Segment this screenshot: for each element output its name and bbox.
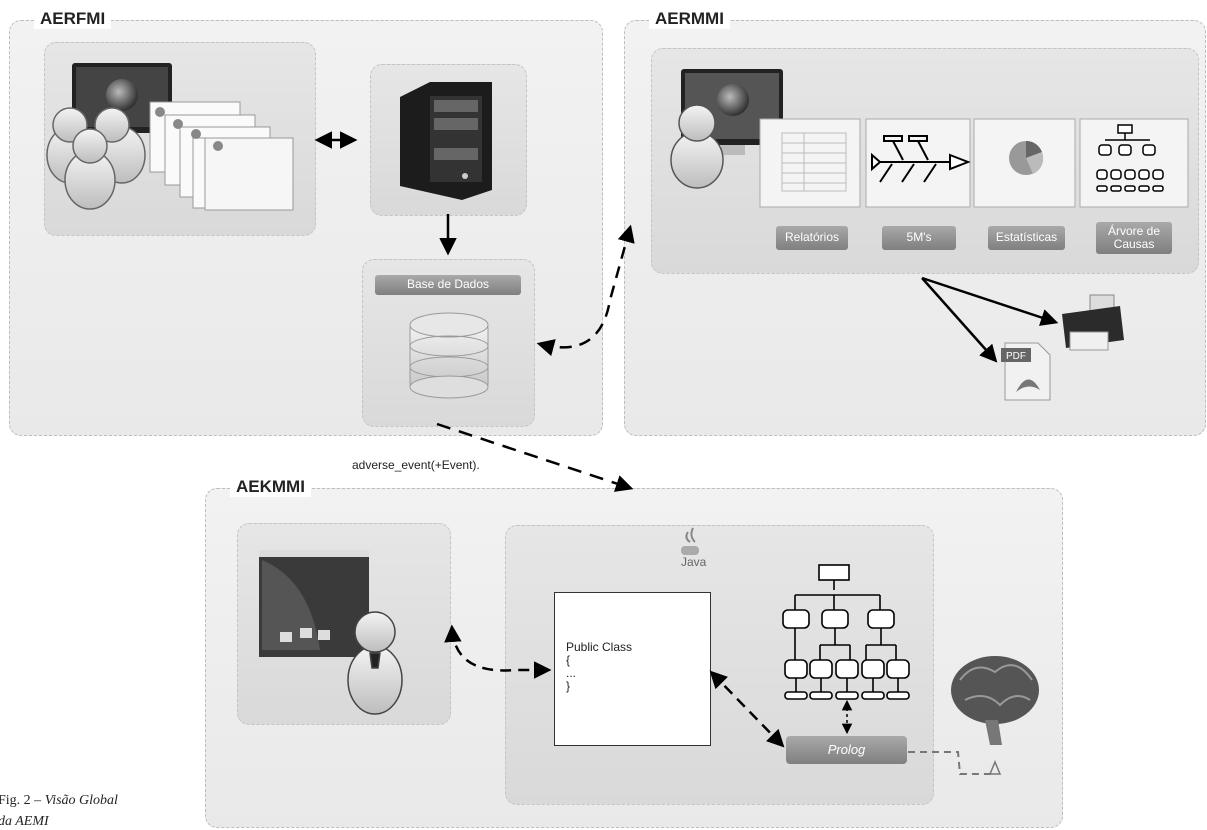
expert-person-icon <box>347 611 403 715</box>
decision-tree-icon <box>782 564 910 700</box>
estatisticas-button[interactable]: Estatísticas <box>988 226 1065 250</box>
analyst-person-icon <box>670 104 724 189</box>
prolog-engine: Prolog <box>786 736 907 764</box>
caption-line2: da AEMI <box>0 814 49 829</box>
caption-prefix: Fig. 2 – <box>0 793 45 808</box>
aerfmi-title: AERFMI <box>34 9 112 29</box>
figure-caption-line1: Fig. 2 – Visão Global <box>0 793 118 809</box>
statistics-pie-icon <box>1009 140 1044 175</box>
code-text: Public Class { ... } <box>566 640 633 693</box>
code-prolog-arrow <box>709 670 785 748</box>
java-label: Java <box>681 555 707 569</box>
database-label: Base de Dados <box>375 275 521 295</box>
fishbone-diagram-icon <box>871 135 971 183</box>
database-aermmi-arrow <box>536 224 635 357</box>
stacked-documents-icon <box>149 101 294 211</box>
database-icon <box>409 312 489 399</box>
caption-italic: Visão Global <box>44 793 118 808</box>
aekmmi-title: AEKMMI <box>230 477 311 497</box>
figure-caption-line2: da AEMI <box>0 814 49 830</box>
users-group-icon <box>46 107 146 210</box>
java-logo-icon: Java <box>681 527 707 569</box>
5ms-button[interactable]: 5M's <box>882 226 956 250</box>
to-pdf-arrow <box>921 277 998 363</box>
brain-icon <box>951 656 1039 745</box>
prolog-brain-link <box>908 751 995 775</box>
aermmi-title: AERMMI <box>649 9 730 29</box>
database-aekmmi-arrow <box>436 422 634 492</box>
public-class-code-box: Public Class { ... } <box>554 592 711 746</box>
adverse-event-message: adverse_event(+Event). <box>352 458 480 472</box>
pdf-label: PDF <box>1006 351 1026 362</box>
expert-desktop-icon <box>259 550 369 657</box>
server-icon <box>400 82 492 200</box>
expert-code-arrow <box>444 624 552 679</box>
arvore-de-causas-button[interactable]: Árvore de Causas <box>1096 222 1172 254</box>
relatorios-button[interactable]: Relatórios <box>776 226 848 250</box>
printer-icon <box>1062 294 1124 351</box>
to-printer-arrow <box>921 276 1059 326</box>
pdf-file-icon: PDF <box>1001 342 1051 401</box>
cause-tree-thumbnail <box>1096 124 1164 192</box>
report-table-thumbnail <box>781 132 847 192</box>
